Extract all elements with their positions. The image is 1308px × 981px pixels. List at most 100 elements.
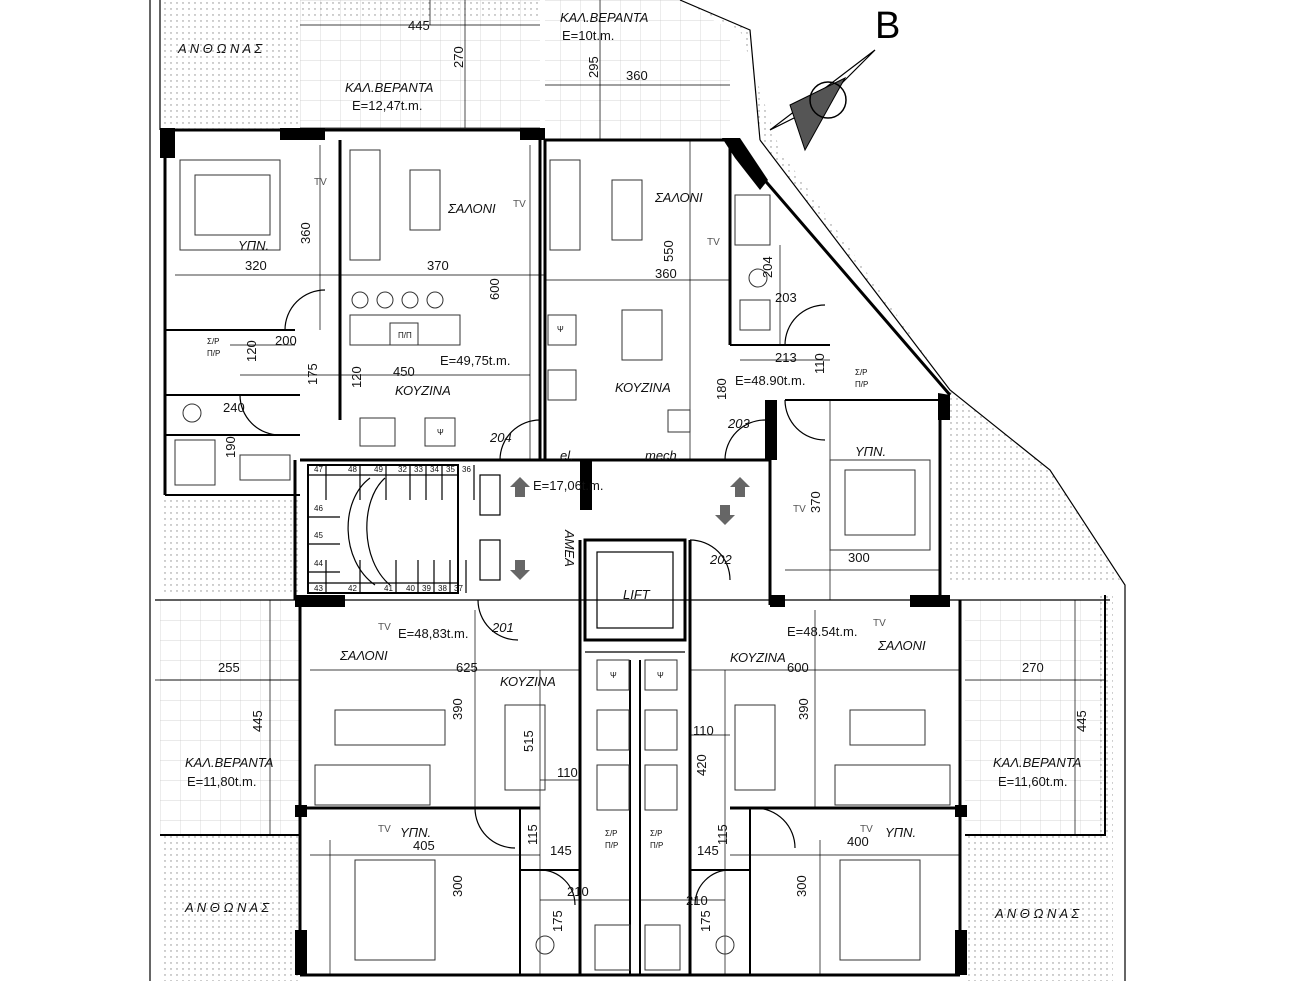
stair-step-bottom: 38: [438, 584, 447, 593]
veranda-bottom-left: [160, 600, 300, 835]
stair-step-bottom: 41: [384, 584, 393, 593]
label-ypn-r: ΥΠΝ.: [855, 444, 886, 459]
label-tv-6: TV: [873, 618, 886, 629]
dim-295: 295: [586, 56, 601, 78]
veranda-top-left: [300, 0, 540, 130]
label-veranta-bl: ΚΑΛ.ΒΕΡΑΝΤΑ: [185, 755, 273, 770]
stair-step-bottom: 42: [348, 584, 357, 593]
dim-145a: 145: [550, 843, 572, 858]
dim-370a: 370: [427, 258, 449, 273]
dim-445b: 445: [250, 710, 265, 732]
dim-600a: 600: [487, 278, 502, 300]
north-arrow: B: [769, 5, 900, 152]
stair-step-bottom: 39: [422, 584, 431, 593]
label-pp-2: Π/Ρ: [855, 380, 868, 389]
stair-step-left: 46: [314, 504, 323, 513]
dim-203: 203: [775, 290, 797, 305]
label-ypn-tl: ΥΠΝ.: [238, 238, 269, 253]
label-psi-3: Ψ: [610, 671, 617, 680]
planters: [160, 0, 1120, 981]
dim-450: 450: [393, 364, 415, 379]
dim-190: 190: [223, 436, 238, 458]
staircase: [307, 464, 750, 594]
dim-255: 255: [218, 660, 240, 675]
dim-360c: 360: [655, 266, 677, 281]
label-lift: LIFT: [623, 587, 651, 602]
label-kouzina-br: ΚΟΥΖΙΝΑ: [730, 650, 786, 665]
door-204: 204: [489, 430, 512, 445]
dim-204: 204: [760, 256, 775, 278]
label-sp-4: Σ/Ρ: [650, 829, 663, 838]
stair-step-top: 33: [414, 465, 423, 474]
dim-515: 515: [521, 730, 536, 752]
stair-step-top: 47: [314, 465, 323, 474]
dim-210a: 210: [567, 884, 589, 899]
dim-360b: 360: [298, 222, 313, 244]
dim-405: 405: [413, 838, 435, 853]
label-amea: ΑΜΕΑ: [562, 529, 577, 567]
stair-step-top: 34: [430, 465, 439, 474]
stair-step-left: 44: [314, 559, 323, 568]
dim-175b: 175: [550, 910, 565, 932]
label-tv-7: TV: [378, 824, 391, 835]
label-kouzina-tr: ΚΟΥΖΙΝΑ: [615, 380, 671, 395]
label-saloni-bl: ΣΑΛΟΝΙ: [339, 648, 388, 663]
label-psi-4: Ψ: [657, 671, 664, 680]
label-anthonas-br: Α Ν Θ Ω Ν Α Σ: [994, 906, 1080, 921]
label-kouzina-tl: ΚΟΥΖΙΝΑ: [395, 383, 451, 398]
dim-445c: 445: [1074, 710, 1089, 732]
dim-370b: 370: [808, 491, 823, 513]
label-sp-2: Σ/Ρ: [855, 368, 868, 377]
verandas: [160, 0, 1105, 835]
dim-175c: 175: [698, 910, 713, 932]
area-apt-br: E=48.54t.m.: [787, 624, 857, 639]
dim-145b: 145: [697, 843, 719, 858]
label-tv-3: TV: [707, 237, 720, 248]
dim-240: 240: [223, 400, 245, 415]
planter-diagonal: [680, 0, 1120, 580]
veranda-bottom-right: [965, 600, 1105, 835]
label-veranta-tl: ΚΑΛ.ΒΕΡΑΝΤΑ: [345, 80, 433, 95]
dim-360a: 360: [626, 68, 648, 83]
dimension-numbers: 445 270 295 360 360 320 370 600 550 360 …: [218, 18, 1089, 932]
dim-550: 550: [661, 240, 676, 262]
stair-step-bottom: 40: [406, 584, 415, 593]
dim-390b: 390: [796, 698, 811, 720]
label-pp-3: Π/Ρ: [605, 841, 618, 850]
dim-300b: 300: [450, 875, 465, 897]
area-apt-tr: E=48.90t.m.: [735, 373, 805, 388]
dim-110b: 110: [557, 765, 578, 780]
area-apt-tl: E=49,75t.m.: [440, 353, 510, 368]
label-saloni-br: ΣΑΛΟΝΙ: [877, 638, 926, 653]
area-ver-br: E=11,60t.m.: [998, 774, 1068, 789]
planter-bottom-right: [965, 835, 1113, 981]
veranda-top-right: [545, 0, 730, 140]
dim-120a: 120: [244, 340, 259, 362]
area-labels: E=49,75t.m. E=48.90t.m. E=48,83t.m. E=48…: [187, 28, 1068, 789]
area-ver-bl: E=11,80t.m.: [187, 774, 257, 789]
dim-300c: 300: [794, 875, 809, 897]
stair-step-bottom: 43: [314, 584, 323, 593]
stair-step-left: 45: [314, 531, 323, 540]
label-mech: mech.: [645, 448, 680, 463]
planter-mid-left: [160, 500, 300, 595]
label-anthonas-bl: Α Ν Θ Ω Ν Α Σ: [184, 900, 270, 915]
label-psi-2: Ψ: [437, 428, 444, 437]
label-sp-3: Σ/Ρ: [605, 829, 618, 838]
north-label: B: [875, 5, 900, 47]
stair-step-top: 35: [446, 465, 455, 474]
label-psi-1: Ψ: [557, 325, 564, 334]
label-veranta-tr: ΚΑΛ.ΒΕΡΑΝΤΑ: [560, 10, 648, 25]
room-labels: ΚΑΛ.ΒΕΡΑΝΤΑ ΚΑΛ.ΒΕΡΑΝΤΑ ΚΑΛ.ΒΕΡΑΝΤΑ ΚΑΛ.…: [177, 10, 1081, 921]
area-ver-tl: E=12,47t.m.: [352, 98, 422, 113]
label-tv-2: TV: [513, 199, 526, 210]
dimension-lines: [155, 0, 1105, 975]
door-203: 203: [727, 416, 750, 431]
label-anthonas-tl: Α Ν Θ Ω Ν Α Σ: [177, 41, 263, 56]
door-swings: [239, 289, 826, 906]
dim-445a: 445: [408, 18, 430, 33]
label-ypn-bl: ΥΠΝ.: [400, 825, 431, 840]
dim-400: 400: [847, 834, 869, 849]
